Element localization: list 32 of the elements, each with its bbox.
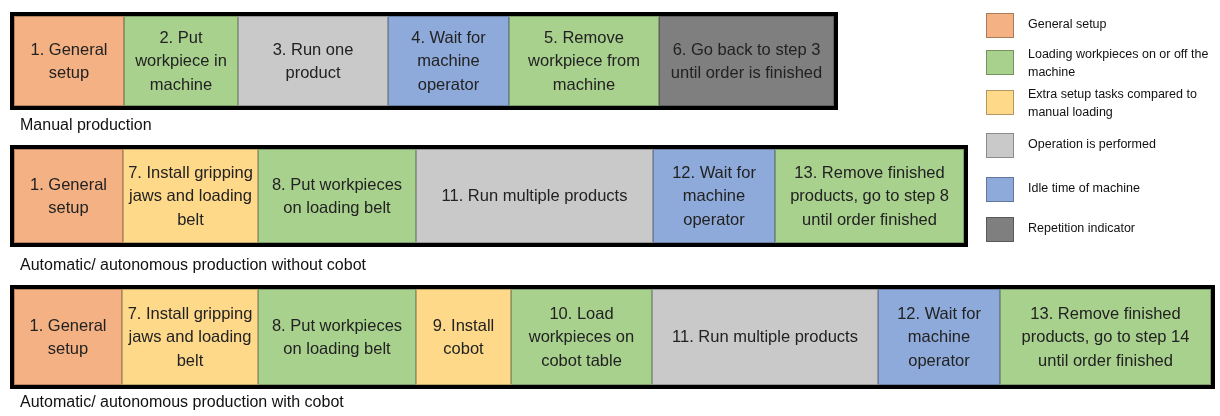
legend-label: Repetition indicator: [1028, 220, 1136, 237]
step-box: 6. Go back to step 3 until order is finished: [659, 16, 834, 106]
step-box: 1. General setup: [14, 16, 124, 106]
step-box: 12. Wait for machine operator: [653, 149, 775, 243]
row-caption: Automatic/ autonomous production without cobot: [20, 256, 366, 274]
legend-label: Idle time of machine: [1028, 180, 1141, 197]
step-box: 12. Wait for machine operator: [878, 289, 1000, 385]
step-box: 5. Remove workpiece from machine: [509, 16, 659, 106]
step-box: 1. General setup: [14, 289, 122, 385]
row-caption: Automatic/ autonomous production with cobot: [20, 393, 344, 411]
step-box: 11. Run multiple products: [416, 149, 653, 243]
process-frame: [10, 12, 838, 110]
legend-label: General setup: [1028, 16, 1108, 33]
step-box: 8. Put workpieces on loading belt: [258, 289, 416, 385]
step-box: 9. Install cobot: [416, 289, 511, 385]
step-box: 13. Remove finished products, go to step 14 until order finished: [1000, 289, 1211, 385]
step-box: 1. General setup: [14, 149, 123, 243]
row-caption: Manual production: [20, 116, 152, 134]
step-box: 8. Put workpieces on loading belt: [258, 149, 416, 243]
step-box: 7. Install gripping jaws and loading belt: [123, 149, 258, 243]
step-box: 11. Run multiple products: [652, 289, 878, 385]
process-frame: [10, 145, 968, 247]
step-box: 2. Put workpiece in machine: [124, 16, 238, 106]
step-box: 7. Install gripping jaws and loading belt: [122, 289, 258, 385]
legend-label: Extra setup tasks compared to manual loading: [1028, 86, 1198, 122]
legend-label: Operation is performed: [1028, 136, 1157, 153]
step-box: 10. Load workpieces on cobot table: [511, 289, 652, 385]
step-box: 4. Wait for machine operator: [388, 16, 509, 106]
step-box: 13. Remove finished products, go to step 8 until order finished: [775, 149, 964, 243]
process-frame: [10, 285, 1215, 389]
step-box: 3. Run one product: [238, 16, 388, 106]
legend-label: Loading workpieces on or off the machine: [1028, 46, 1210, 82]
